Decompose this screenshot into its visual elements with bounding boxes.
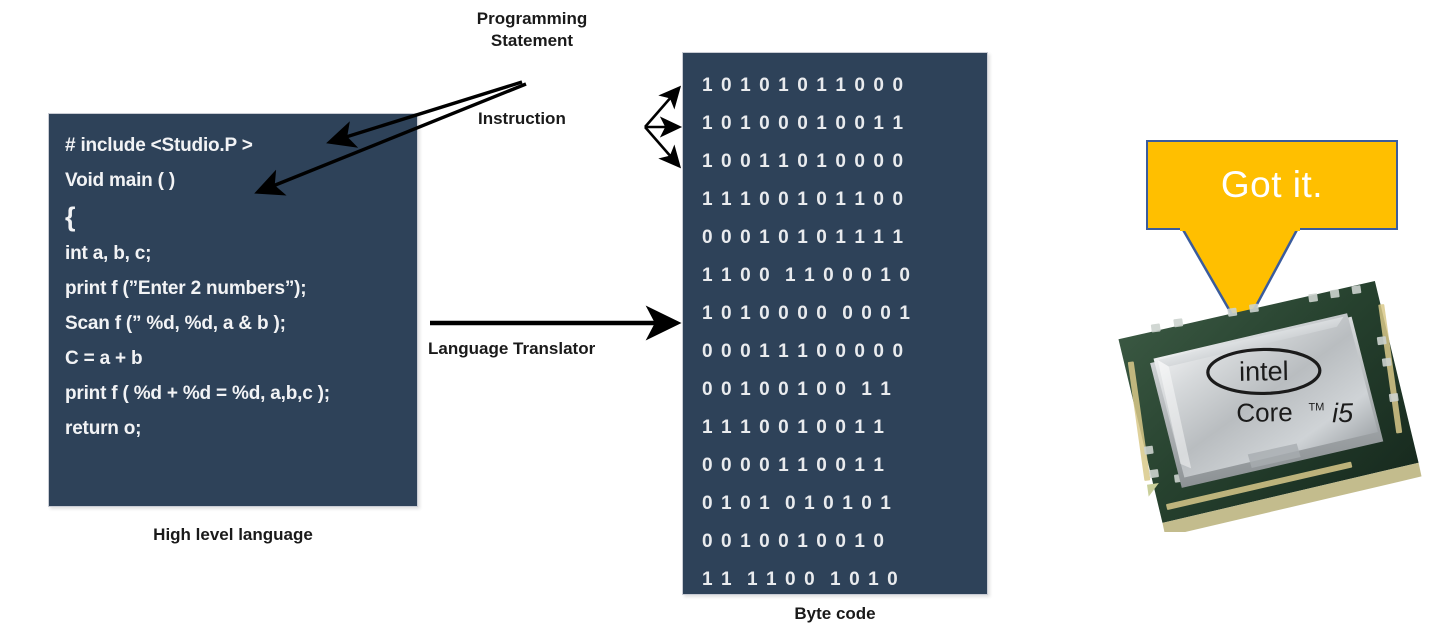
code-line: Scan f (” %d, %d, a & b ); xyxy=(65,313,286,334)
cpu-model-label: Core xyxy=(1236,397,1293,428)
binary-row: 1 0 1 0 0 0 1 0 0 1 1 xyxy=(702,113,905,134)
speech-bubble-tail xyxy=(1180,226,1300,335)
intel-logo-swirl xyxy=(1206,347,1322,396)
binary-row: 1 0 1 0 0 0 0 0 0 0 1 xyxy=(702,303,912,324)
code-listing: # include <Studio.P > Void main ( ) { in… xyxy=(65,128,411,446)
tail-seam-cover xyxy=(1180,226,1300,231)
cpu-smd-components xyxy=(1143,285,1399,483)
language-translator-label: Language Translator xyxy=(428,339,596,358)
cpu-branding: intel Core TM i5 xyxy=(1206,347,1355,428)
instruction-arrow-up xyxy=(644,85,682,128)
cpu-ihs-notch xyxy=(1247,443,1301,468)
code-line: int a, b, c; xyxy=(65,243,152,264)
byte-code-caption: Byte code xyxy=(794,604,876,623)
binary-listing: 1 0 1 0 1 0 1 1 0 0 0 1 0 1 0 0 0 1 0 0 … xyxy=(702,67,983,599)
binary-row: 1 1 0 0 1 1 0 0 0 1 0 xyxy=(702,265,912,286)
programming-statement-label-line2: Statement xyxy=(490,31,574,50)
binary-row: 0 1 0 1 0 1 0 1 0 1 xyxy=(702,493,893,514)
trademark-symbol: TM xyxy=(1308,401,1324,413)
cpu-ihs-left-highlight xyxy=(1157,360,1192,469)
speech-bubble-text: Got it. xyxy=(1220,164,1324,205)
binary-row: 0 0 1 0 0 1 0 0 1 1 xyxy=(702,379,893,400)
cpu-substrate: intel Core TM i5 xyxy=(1118,281,1422,532)
high-level-language-panel: # include <Studio.P > Void main ( ) { in… xyxy=(48,113,418,507)
code-line: C = a + b xyxy=(65,348,143,369)
instruction-label: Instruction xyxy=(478,109,566,128)
code-line: return o; xyxy=(65,418,142,439)
binary-row: 0 0 0 0 1 1 0 0 1 1 xyxy=(702,455,886,476)
binary-row: 0 0 0 1 0 1 0 1 1 1 1 xyxy=(702,227,905,248)
code-line: { xyxy=(65,202,76,232)
programming-statement-label-line1: Programming xyxy=(476,9,588,28)
byte-code-panel: 1 0 1 0 1 0 1 1 0 0 0 1 0 1 0 0 0 1 0 0 … xyxy=(682,52,988,595)
cpu-pin1-marker xyxy=(1147,483,1159,497)
binary-row: 1 0 0 1 1 0 1 0 0 0 0 xyxy=(702,151,905,172)
code-line: print f ( %d + %d = %d, a,b,c ); xyxy=(65,383,330,404)
binary-row: 1 1 1 0 0 1 0 0 1 1 xyxy=(702,417,886,438)
speech-bubble: Got it. xyxy=(1146,140,1398,230)
binary-row: 1 1 1 1 0 0 1 0 1 0 xyxy=(702,569,900,590)
cpu-ihs-bevel xyxy=(1157,316,1344,367)
high-level-language-caption: High level language xyxy=(153,525,313,544)
cpu-pcb-edge xyxy=(1162,462,1422,532)
code-line: print f (”Enter 2 numbers”); xyxy=(65,278,307,299)
binary-row: 1 1 1 0 0 1 0 1 1 0 0 xyxy=(702,189,905,210)
code-line: Void main ( ) xyxy=(65,170,175,191)
code-line: # include <Studio.P > xyxy=(65,135,253,156)
instruction-arrow-down xyxy=(644,126,682,169)
cpu-model-number: i5 xyxy=(1332,398,1355,428)
binary-row: 0 0 0 1 1 1 0 0 0 0 0 xyxy=(702,341,905,362)
cpu-illustration: intel Core TM i5 xyxy=(1118,281,1422,532)
intel-wordmark: intel xyxy=(1239,356,1289,387)
programming-statement-label: Programming Statement xyxy=(442,8,622,52)
instruction-arrows xyxy=(644,85,683,169)
binary-row: 1 0 1 0 1 0 1 1 0 0 0 xyxy=(702,75,905,96)
binary-row: 0 0 1 0 0 1 0 0 1 0 xyxy=(702,531,886,552)
